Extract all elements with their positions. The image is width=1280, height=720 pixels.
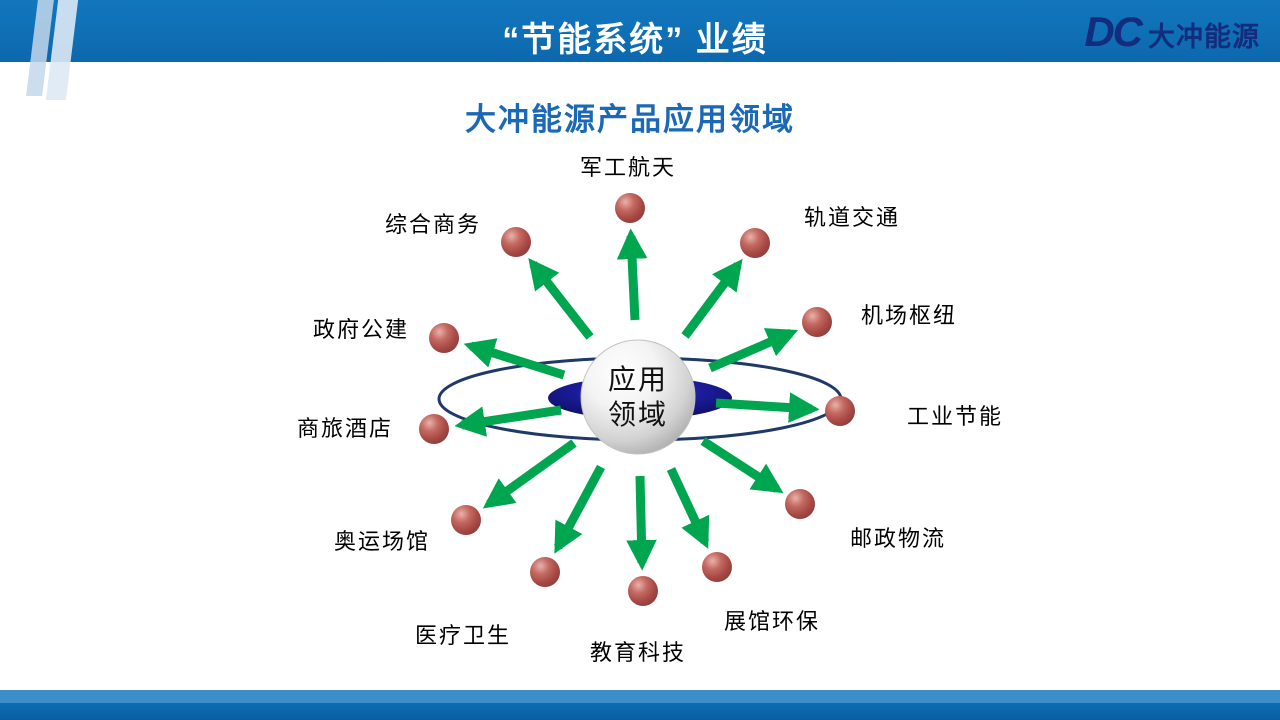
node-sphere-healthcare [530,557,560,587]
logo-dc-icon: DC [1084,8,1143,55]
node-sphere-rail-transit [740,228,770,258]
arrow-comprehensive-business [528,257,594,340]
node-sphere-olympic-venues [451,505,481,535]
arrow-olympic-venues [482,439,577,509]
arrow-government-building [463,338,566,380]
node-label-military-aerospace: 军工航天 [579,156,677,181]
center-label-line2: 领域 [607,398,669,431]
node-sphere-airport-hub [802,307,832,337]
arrow-exhibition-environment [666,467,710,549]
arrow-industrial-energy [715,392,820,423]
node-sphere-industrial-energy [825,396,855,426]
logo-company-name: 大冲能源 [1148,22,1260,52]
footer-stripe-dark [0,703,1280,720]
center-label: 应用 领域 [608,362,668,432]
node-label-education-technology: 教育科技 [589,641,687,666]
node-label-industrial-energy: 工业节能 [906,405,1004,430]
page-title: 大冲能源产品应用领域 [465,102,795,137]
node-sphere-education-technology [628,576,658,606]
header-title: “节能系统” 业绩 [502,21,768,59]
node-sphere-military-aerospace [615,193,645,223]
arrow-healthcare [554,464,605,554]
node-sphere-exhibition-environment [702,552,732,582]
node-sphere-government-building [429,323,459,353]
arrow-military-aerospace [616,228,648,321]
node-label-healthcare: 医疗卫生 [414,624,512,649]
node-sphere-postal-logistics [785,489,815,519]
arrow-business-hotel [454,405,562,437]
company-logo: DC 大冲能源 [1084,8,1260,56]
node-label-comprehensive-business: 综合商务 [384,213,482,238]
node-sphere-comprehensive-business [501,227,531,257]
node-label-olympic-venues: 奥运场馆 [333,530,431,555]
node-label-government-building: 政府公建 [312,318,410,343]
center-label-line1: 应用 [607,363,669,396]
arrow-education-technology [626,475,657,571]
footer-stripe-light [0,690,1280,703]
arrow-airport-hub [708,328,799,373]
arrow-postal-logistics [700,437,784,494]
node-sphere-business-hotel [419,414,449,444]
header-bar [0,0,1280,62]
node-label-business-hotel: 商旅酒店 [296,417,394,442]
arrow-rail-transit [681,258,743,339]
node-label-airport-hub: 机场枢纽 [860,304,958,329]
node-label-postal-logistics: 邮政物流 [849,527,947,552]
node-label-rail-transit: 轨道交通 [803,206,901,231]
node-label-exhibition-environment: 展馆环保 [723,610,821,635]
